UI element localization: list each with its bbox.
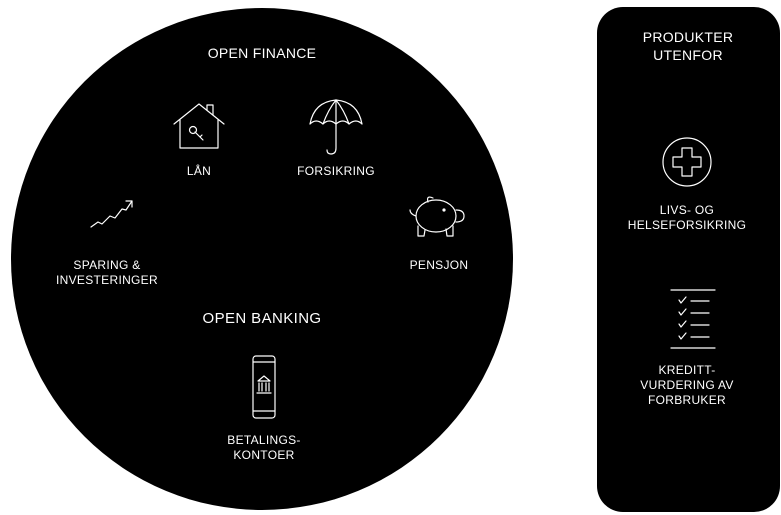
checklist-icon [669, 288, 717, 350]
open-banking-title: OPEN BANKING [202, 310, 322, 327]
mobile-bank-icon [252, 355, 276, 419]
medical-cross-icon [661, 136, 713, 188]
pensjon-label: PENSJON [409, 258, 469, 272]
forsikring-label: FORSIKRING [297, 164, 375, 178]
growth-chart-icon [88, 195, 136, 231]
lan-label: LÅN [186, 164, 212, 178]
open-finance-title: OPEN FINANCE [207, 45, 317, 61]
kreditt-label: KREDITT- VURDERING AV FORBRUKER [640, 363, 734, 407]
house-icon [171, 100, 227, 152]
piggy-bank-icon [406, 192, 468, 242]
sparing-label: SPARING & INVESTERINGER [56, 258, 158, 287]
betalingskontoer-label: BETALINGS- KONTOER [227, 433, 301, 462]
outside-products-title: PRODUKTER UTENFOR [642, 29, 734, 63]
outside-products-panel [597, 7, 780, 512]
livs-helse-label: LIVS- OG HELSEFORSIKRING [627, 203, 747, 232]
umbrella-icon [306, 96, 366, 156]
open-finance-circle [11, 8, 513, 510]
